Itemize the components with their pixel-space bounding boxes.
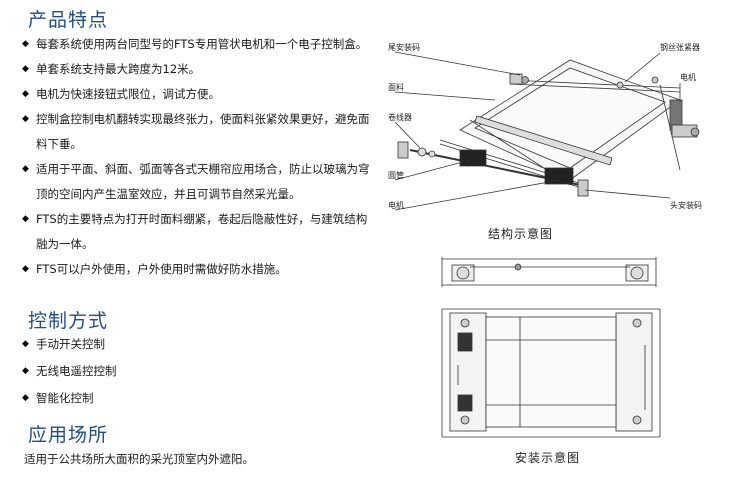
list-item: ◆手动开关控制 — [22, 331, 117, 358]
list-item: ◆智能化控制 — [22, 385, 117, 412]
label-head-bracket: 头安装码 — [670, 200, 702, 210]
structure-diagram: 尾安装码 面料 卷线器 圆管 电机 钢丝张紧器 电机 头安装码 — [388, 42, 702, 211]
section-title-features: 产品特点 — [28, 9, 109, 31]
section-title-application: 应用场所 — [28, 424, 109, 446]
label-tail-bracket: 尾安装码 — [388, 42, 420, 52]
label-motor-left: 电机 — [388, 200, 404, 210]
label-motor-right: 电机 — [680, 72, 696, 82]
list-item: ◆FTS可以户外使用，户外使用时需做好防水措施。 — [22, 257, 370, 282]
label-fabric: 面料 — [388, 82, 404, 92]
label-tube: 圆管 — [388, 170, 404, 180]
list-item-continued: 融为一体。 — [36, 237, 94, 251]
install-top-view — [441, 308, 661, 438]
diamond-icon: ◆ — [22, 39, 29, 49]
list-item-continued: 顶的空间内产生温室效应，并且可调节自然采光量。 — [36, 187, 301, 201]
diamond-icon: ◆ — [22, 214, 29, 224]
diamond-icon: ◆ — [22, 264, 29, 274]
list-item: ◆单套系统支持最大跨度为12米。 — [22, 57, 370, 82]
list-item: ◆每套系统使用两台同型号的FTS专用管状电机和一个电子控制盒。 — [22, 32, 370, 57]
diamond-icon: ◆ — [22, 339, 29, 349]
list-item: ◆FTS的主要特点为打开时面料绷紧，卷起后隐蔽性好，与建筑结构 — [22, 207, 370, 232]
install-side-view — [441, 257, 657, 287]
list-item: ◆电机为快速接钮式限位，调试方便。 — [22, 82, 370, 107]
structure-caption: 结构示意图 — [488, 227, 554, 241]
install-caption: 安装示意图 — [515, 451, 581, 465]
diamond-icon: ◆ — [22, 114, 29, 124]
list-item: ◆控制盒控制电机翻转实现最终张力，使面料张紧效果更好，避免面 — [22, 107, 370, 132]
list-item: ◆无线电遥控控制 — [22, 358, 117, 385]
diamond-icon: ◆ — [22, 164, 29, 174]
control-list: ◆手动开关控制 ◆无线电遥控控制 ◆智能化控制 — [22, 331, 117, 412]
list-item-continued: 料下垂。 — [36, 137, 82, 151]
diamond-icon: ◆ — [22, 366, 29, 376]
label-winder: 卷线器 — [388, 112, 412, 122]
label-tensioner: 钢丝张紧器 — [660, 42, 700, 52]
feature-list: ◆每套系统使用两台同型号的FTS专用管状电机和一个电子控制盒。 ◆单套系统支持最… — [22, 32, 370, 282]
section-title-control: 控制方式 — [28, 310, 109, 332]
list-item: ◆适用于平面、斜面、弧面等各式天棚帘应用场合，防止以玻璃为穹 — [22, 157, 370, 182]
application-text: 适用于公共场所大面积的采光顶室内外遮阳。 — [24, 452, 254, 466]
diamond-icon: ◆ — [22, 64, 29, 74]
diamond-icon: ◆ — [22, 393, 29, 403]
diamond-icon: ◆ — [22, 89, 29, 99]
